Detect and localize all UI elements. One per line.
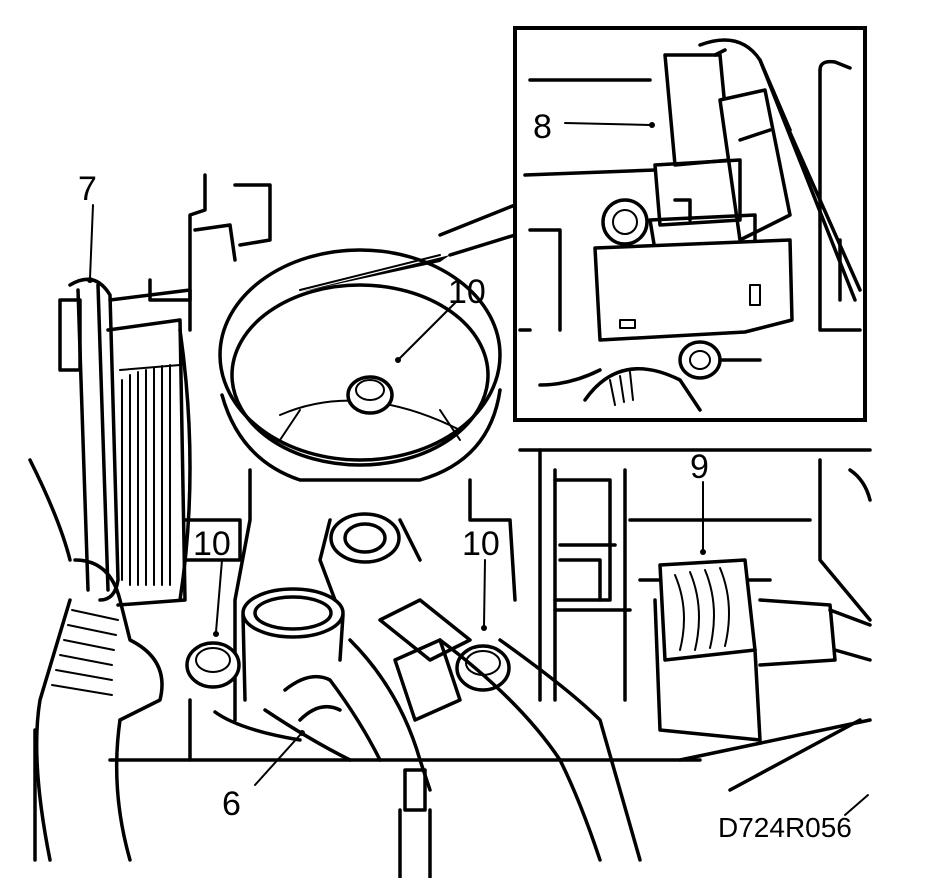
callout-10-left: 10	[193, 525, 231, 563]
callout-6: 6	[222, 785, 241, 823]
lower-manifold	[108, 587, 702, 878]
throttle-body	[148, 173, 517, 722]
callout-7: 7	[78, 170, 97, 208]
detail-inset	[438, 26, 867, 422]
callout-8: 8	[533, 108, 552, 146]
callout-9: 9	[690, 448, 709, 486]
figure-code: D724R056	[718, 812, 852, 843]
right-side-components	[518, 448, 872, 792]
intake-hose	[28, 458, 164, 862]
callout-10-top: 10	[448, 273, 486, 311]
callout-10-right: 10	[462, 525, 500, 563]
callout-leaders	[87, 122, 869, 816]
belt-pulley-assembly	[58, 277, 242, 607]
